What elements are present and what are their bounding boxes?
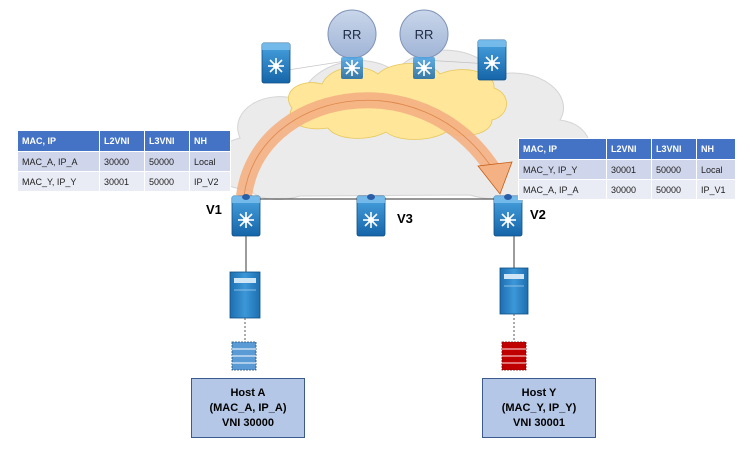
host-a-name: Host A bbox=[230, 386, 266, 399]
cell-l3vni: 50000 bbox=[144, 151, 190, 172]
cell-mac-ip: MAC_Y, IP_Y bbox=[17, 171, 100, 192]
spine-switch-left[interactable] bbox=[261, 42, 291, 84]
cell-l2vni: 30001 bbox=[99, 171, 145, 192]
cell-l3vni: 50000 bbox=[651, 159, 697, 180]
cell-nh: IP_V2 bbox=[189, 171, 231, 192]
endpoint-a-icon[interactable] bbox=[231, 341, 257, 371]
route-table-v2: MAC, IP L2VNI L3VNI NH MAC_Y, IP_Y 30001… bbox=[518, 138, 736, 200]
vtep-label-v1: V1 bbox=[206, 202, 222, 217]
col-mac-ip: MAC, IP bbox=[17, 130, 100, 152]
route-exchange-arrow bbox=[236, 92, 513, 198]
vtep-switch-v3[interactable] bbox=[356, 194, 386, 237]
table-row: MAC_A, IP_A 30000 50000 IP_V1 bbox=[518, 179, 736, 200]
col-mac-ip: MAC, IP bbox=[518, 138, 607, 160]
cell-l2vni: 30000 bbox=[99, 151, 145, 172]
cell-l3vni: 50000 bbox=[651, 179, 697, 200]
server-left[interactable] bbox=[229, 271, 261, 319]
col-nh: NH bbox=[696, 138, 736, 160]
route-table-v1: MAC, IP L2VNI L3VNI NH MAC_A, IP_A 30000… bbox=[17, 130, 231, 192]
table-row: MAC_A, IP_A 30000 50000 Local bbox=[17, 151, 231, 172]
cell-mac-ip: MAC_A, IP_A bbox=[518, 179, 607, 200]
cell-nh: Local bbox=[696, 159, 736, 180]
col-l2vni: L2VNI bbox=[99, 130, 145, 152]
rr-label: RR bbox=[343, 27, 362, 42]
col-l3vni: L3VNI bbox=[144, 130, 190, 152]
host-a-addr: (MAC_A, IP_A) bbox=[209, 401, 287, 414]
cell-nh: IP_V1 bbox=[696, 179, 736, 200]
vtep-switch-v2[interactable] bbox=[493, 194, 523, 237]
vtep-label-v3: V3 bbox=[397, 211, 413, 226]
spine-switch-right[interactable] bbox=[477, 39, 507, 81]
route-reflector-2[interactable]: RR bbox=[399, 9, 449, 79]
table-header-row: MAC, IP L2VNI L3VNI NH bbox=[518, 138, 736, 160]
rr-label: RR bbox=[415, 27, 434, 42]
route-reflector-1[interactable]: RR bbox=[327, 9, 377, 79]
cell-mac-ip: MAC_Y, IP_Y bbox=[518, 159, 607, 180]
table-row: MAC_Y, IP_Y 30001 50000 Local bbox=[518, 159, 736, 180]
cell-l2vni: 30001 bbox=[606, 159, 652, 180]
cell-nh: Local bbox=[189, 151, 231, 172]
host-a-box[interactable]: Host A (MAC_A, IP_A) VNI 30000 bbox=[191, 378, 305, 438]
col-l3vni: L3VNI bbox=[651, 138, 697, 160]
host-y-box[interactable]: Host Y (MAC_Y, IP_Y) VNI 30001 bbox=[482, 378, 596, 438]
vtep-label-v2: V2 bbox=[530, 207, 546, 222]
col-l2vni: L2VNI bbox=[606, 138, 652, 160]
server-right[interactable] bbox=[499, 267, 529, 315]
col-nh: NH bbox=[189, 130, 231, 152]
cell-l2vni: 30000 bbox=[606, 179, 652, 200]
host-a-vni: VNI 30000 bbox=[222, 416, 274, 429]
host-y-vni: VNI 30001 bbox=[513, 416, 565, 429]
vtep-switch-v1[interactable] bbox=[231, 194, 261, 237]
table-row: MAC_Y, IP_Y 30001 50000 IP_V2 bbox=[17, 171, 231, 192]
table-header-row: MAC, IP L2VNI L3VNI NH bbox=[17, 130, 231, 152]
cell-l3vni: 50000 bbox=[144, 171, 190, 192]
host-y-name: Host Y bbox=[521, 386, 557, 399]
endpoint-y-icon[interactable] bbox=[501, 341, 527, 371]
cell-mac-ip: MAC_A, IP_A bbox=[17, 151, 100, 172]
host-y-addr: (MAC_Y, IP_Y) bbox=[501, 401, 577, 414]
